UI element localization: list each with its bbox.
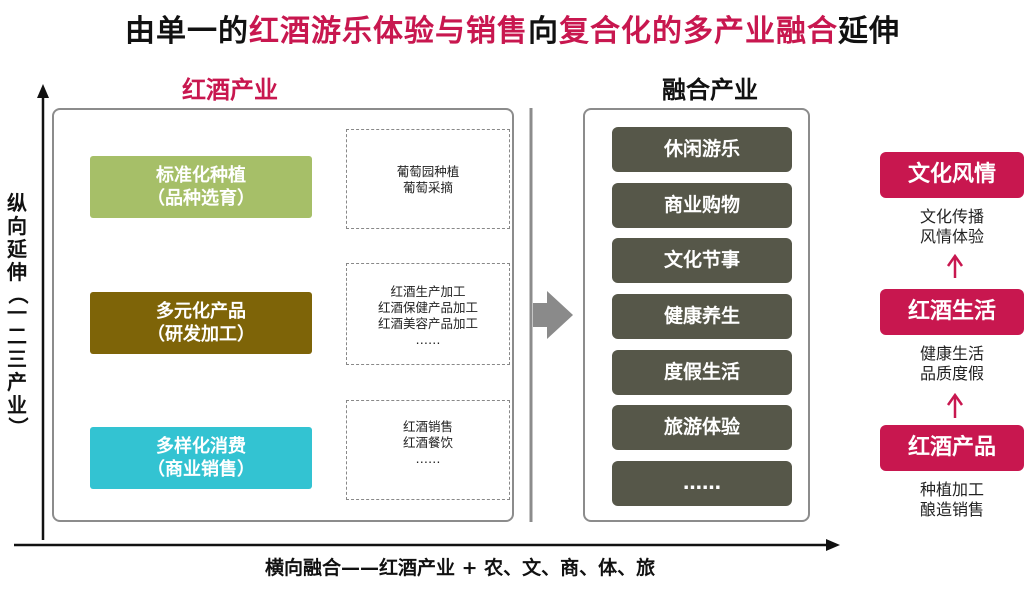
vertical-axis-label: 纵 向 延 伸 （ 一 二 三 产 业 ） [4,191,30,438]
up-arrow-2-head [946,392,964,406]
y-label-char: 业 [7,393,27,417]
y-label-char: 延 [7,237,27,261]
wine-product-desc-line: 酿造销售 [919,500,984,519]
detail-item: 葡萄采摘 [402,180,453,195]
stage-product-title: 多元化产品 [156,301,246,322]
product-details-box: 红酒生产加工 红酒保健产品加工 红酒美容产品加工 …… [346,263,510,365]
fusion-item: 文化节事 [612,238,792,283]
wine-product-desc-line: 种植加工 [919,480,984,499]
fusion-item: 度假生活 [612,350,792,395]
stage-product-box: 多元化产品 （研发加工） [90,292,312,354]
fusion-item: 休闲游乐 [612,127,792,172]
wine-life-desc: 健康生活 品质度假 [880,344,1024,384]
culture-style-desc: 文化传播 风情体验 [880,207,1024,247]
stage-consumption-subtitle: （商业销售） [147,459,255,480]
stage-planting-subtitle: （品种选育） [147,188,255,209]
red-wine-industry-header: 红酒产业 [182,76,278,104]
culture-style-desc-line: 文化传播 [919,207,984,226]
detail-item: …… [415,332,441,347]
planting-details-box: 葡萄园种植 葡萄采摘 [346,129,510,229]
detail-item: 葡萄园种植 [396,164,460,179]
fusion-item: 旅游体验 [612,405,792,450]
y-label-char: （ [5,284,29,304]
title-part-3: 向 [528,14,559,49]
fusion-right-arrow [533,291,573,339]
consumption-details-box: 红酒销售 红酒餐饮 …… [346,400,510,500]
fusion-item: 商业购物 [612,183,792,228]
fusion-item-ellipsis: …… [612,461,792,506]
y-label-char: 产 [7,370,27,394]
detail-item: 红酒生产加工 [390,284,466,299]
page-title: 由单一的红酒游乐体验与销售向复合化的多产业融合延伸 [0,6,1025,50]
fusion-industry-header: 融合产业 [662,76,758,104]
title-part-4: 复合化的多产业融合 [559,14,838,49]
horizontal-axis-arrowhead [826,539,840,551]
up-arrow-1-head [946,253,964,267]
detail-item: 红酒销售 [402,419,453,434]
title-part-2: 红酒游乐体验与销售 [249,14,528,49]
wine-life-desc-line: 健康生活 [919,344,984,363]
y-label-char: 向 [7,214,27,238]
vertical-axis-arrowhead [37,84,49,98]
detail-item: 红酒美容产品加工 [377,316,478,331]
wine-life-box: 红酒生活 [880,289,1024,335]
wine-product-box: 红酒产品 [880,425,1024,471]
stage-planting-title: 标准化种植 [156,165,246,186]
stage-consumption-box: 多样化消费 （商业销售） [90,427,312,489]
wine-life-desc-line: 品质度假 [919,364,984,383]
y-label-char: 一 [7,301,27,325]
y-label-char: 纵 [7,191,27,215]
culture-style-desc-line: 风情体验 [919,227,984,246]
title-part-5: 延伸 [838,14,900,49]
y-label-char: 伸 [7,260,27,284]
fusion-item: 健康养生 [612,294,792,339]
detail-item: 红酒保健产品加工 [377,300,478,315]
stage-consumption-title: 多样化消费 [156,436,246,457]
culture-style-box: 文化风情 [880,152,1024,198]
detail-item: 红酒餐饮 [402,435,453,450]
y-label-char: 二 [7,324,27,348]
stage-product-subtitle: （研发加工） [147,324,255,345]
y-label-char: 三 [7,347,27,371]
wine-product-desc: 种植加工 酿造销售 [880,480,1024,520]
title-part-1: 由单一的 [125,14,249,49]
horizontal-axis-label: 横向融合——红酒产业 + 农、文、商、体、旅 [265,557,656,579]
detail-item: …… [415,451,441,466]
y-label-char: ） [5,417,29,437]
stage-planting-box: 标准化种植 （品种选育） [90,156,312,218]
